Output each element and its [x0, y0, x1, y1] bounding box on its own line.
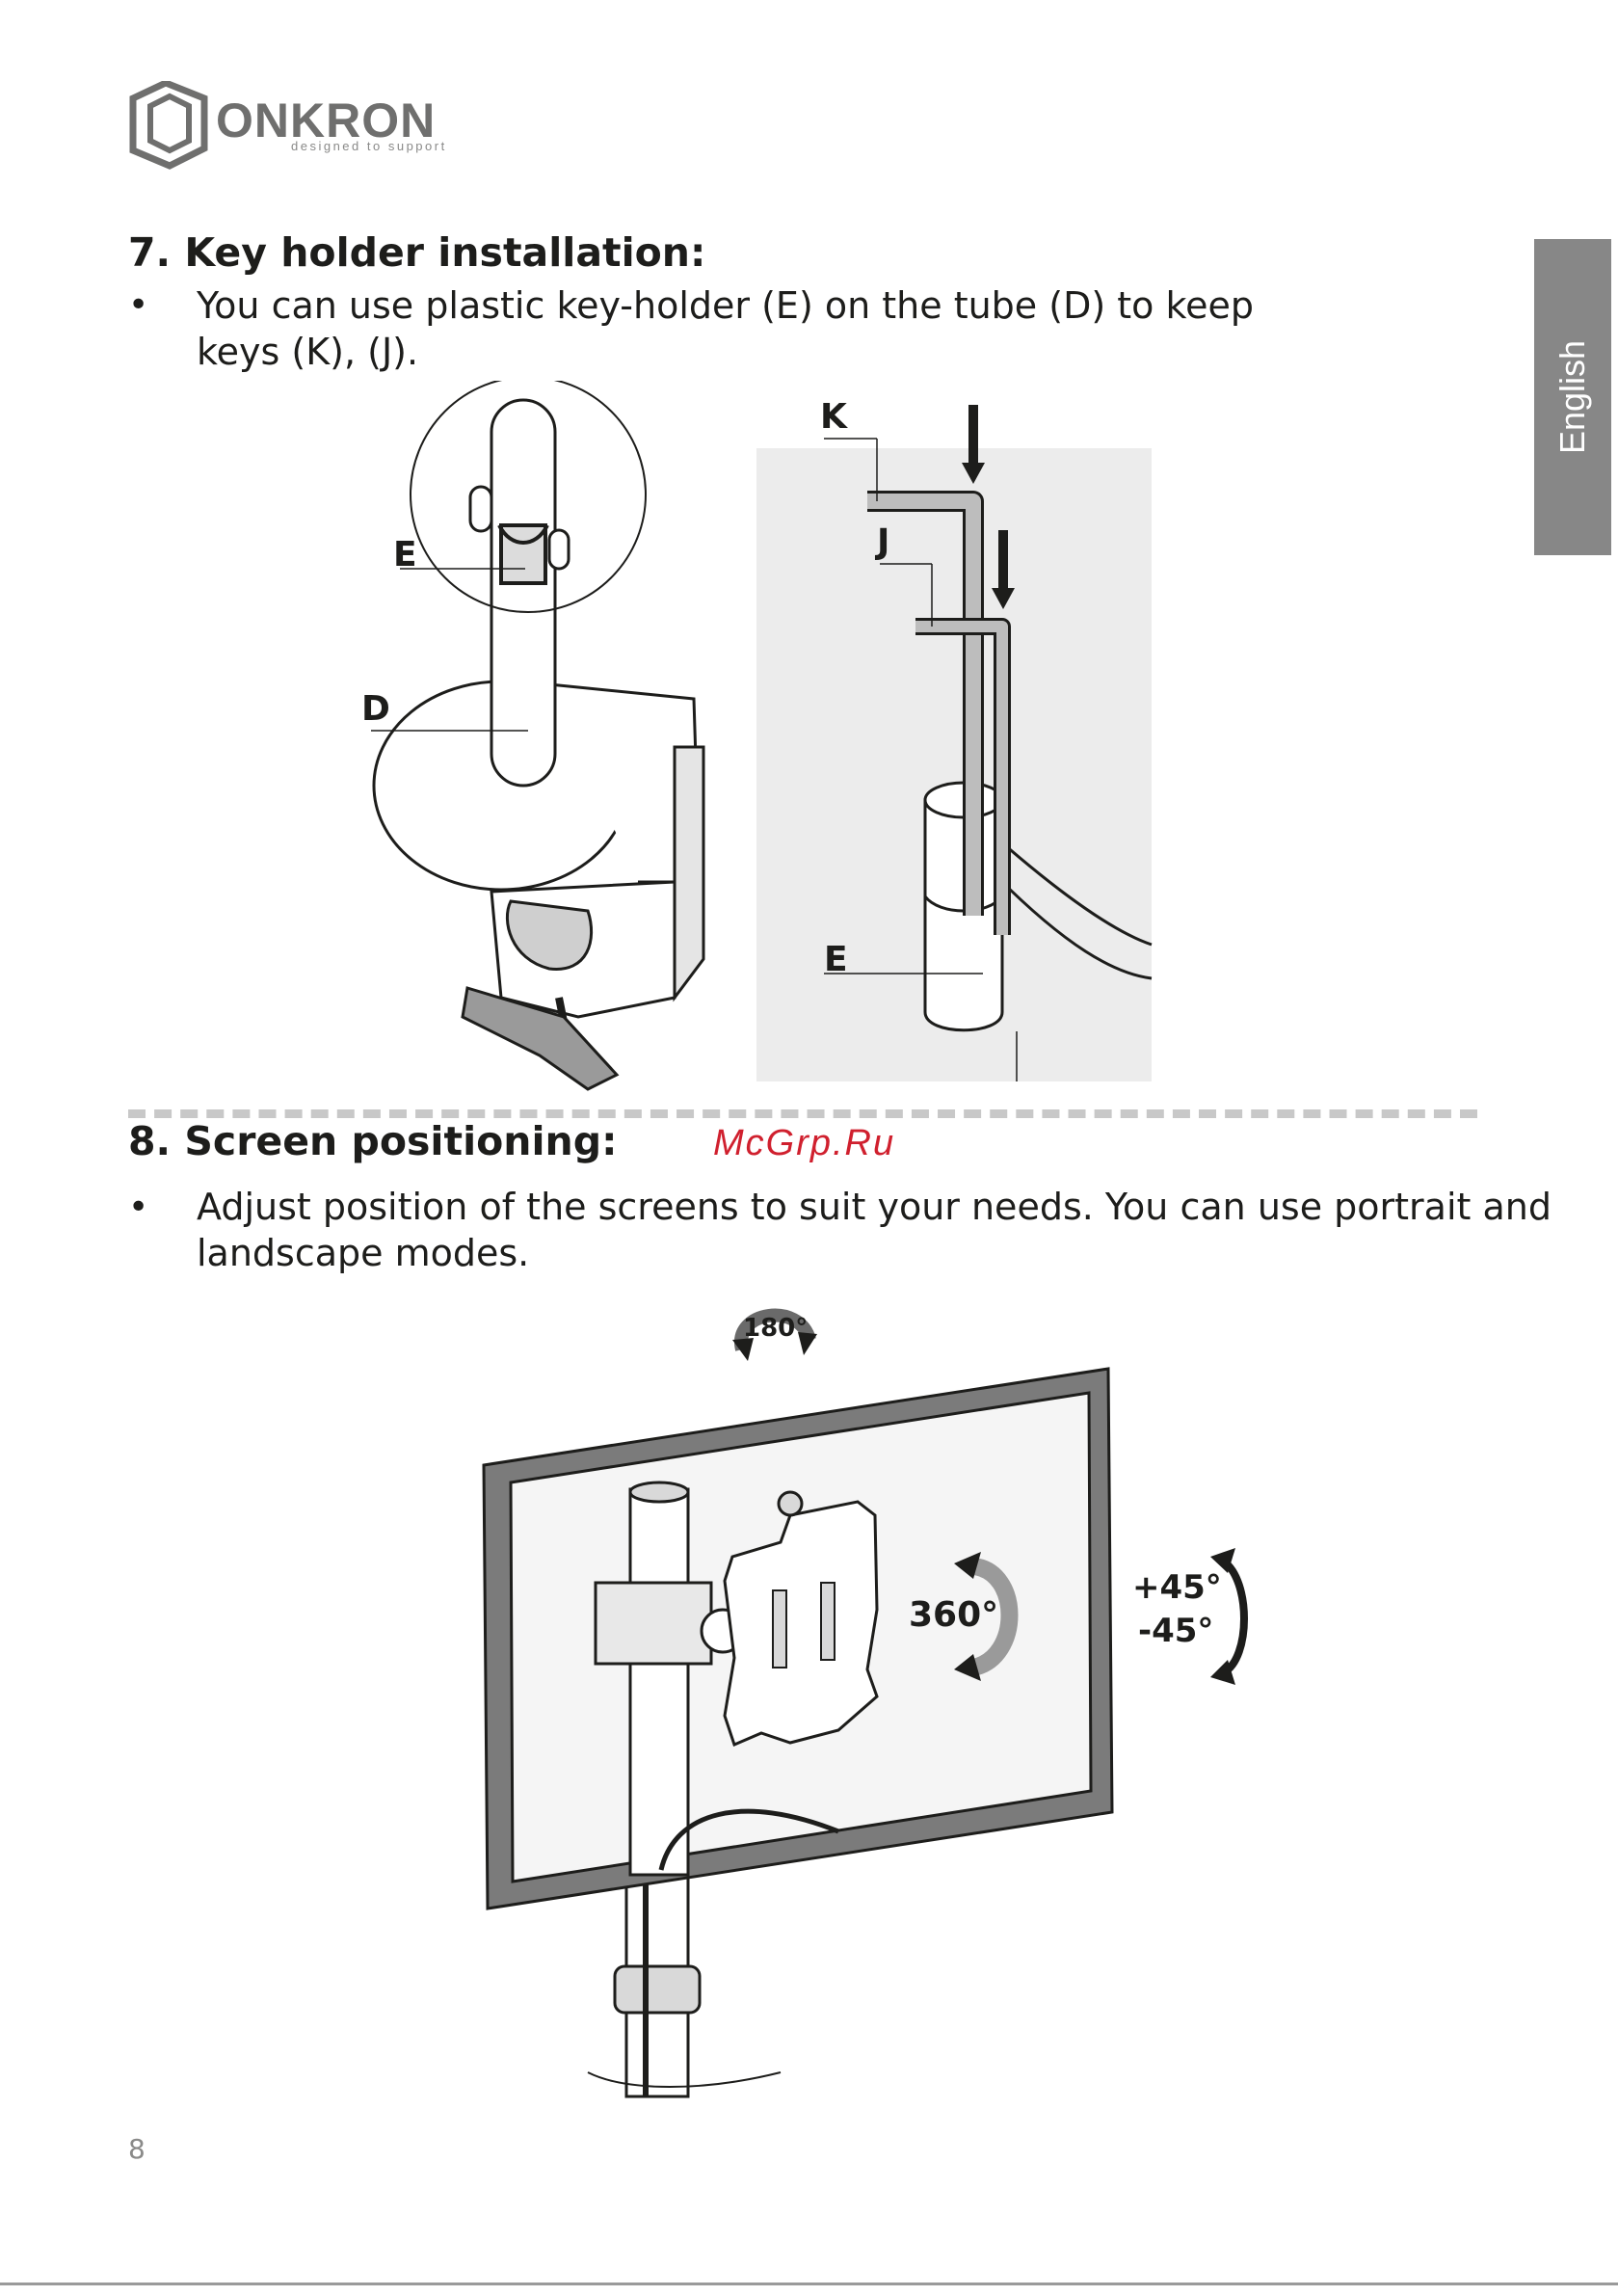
label-e-left: E: [393, 535, 417, 574]
label-rotate-180: 180°: [743, 1314, 808, 1343]
bottom-rule: [0, 2283, 1618, 2285]
language-tab: English: [1534, 239, 1611, 555]
label-rotate-360: 360°: [909, 1595, 998, 1635]
section-8-text-line-2: landscape modes.: [197, 1230, 529, 1276]
label-tilt-up: +45°: [1132, 1568, 1222, 1607]
section-7-text-line-1: You can use plastic key-holder (E) on th…: [197, 282, 1254, 329]
label-k: K: [820, 397, 847, 437]
page-number: 8: [128, 2133, 146, 2165]
keys-in-holder-illustration: [756, 395, 1161, 1081]
brand-tagline: designed to support: [291, 139, 447, 153]
bullet: •: [128, 1188, 148, 1227]
section-8-text-line-1: Adjust position of the screens to suit y…: [197, 1184, 1552, 1230]
clamp-key-holder-illustration: [357, 381, 723, 1094]
monitor-positioning-illustration: [472, 1292, 1272, 2106]
section-7-title: 7. Key holder installation:: [128, 229, 705, 276]
label-d: D: [361, 689, 390, 729]
section-8-title: 8. Screen positioning:: [128, 1118, 617, 1164]
bullet: •: [128, 285, 148, 325]
label-e-right: E: [824, 940, 848, 979]
section-divider: [128, 1109, 1477, 1118]
language-tab-label: English: [1552, 340, 1593, 454]
watermark-text: McGrp.Ru: [713, 1123, 895, 1164]
section-7-text-line-2: keys (K), (J).: [197, 329, 418, 375]
label-tilt-down: -45°: [1138, 1612, 1213, 1650]
label-j: J: [877, 522, 889, 562]
